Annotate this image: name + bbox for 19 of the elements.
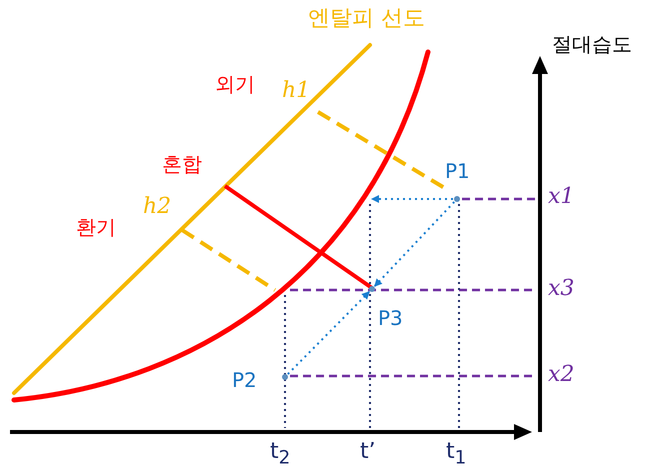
region-label: 혼합	[162, 154, 202, 174]
temperature-label: t$_{2}$	[270, 441, 290, 468]
state-point: P3	[366, 284, 414, 332]
temperature-label: t’	[360, 441, 376, 463]
state-point: P1	[445, 160, 481, 204]
humidity-label: x2	[548, 364, 574, 386]
arrow	[287, 291, 370, 375]
temperature-label: t$_{1}$	[446, 441, 466, 468]
axis-title: 절대습도	[552, 34, 632, 54]
humidity-label: x1	[548, 186, 574, 208]
humidity-label: x3	[548, 278, 574, 300]
region-label: 외기	[215, 74, 255, 94]
arrow	[371, 195, 453, 203]
chart-title: 엔탈피 선도	[308, 8, 425, 30]
arrow	[374, 201, 455, 287]
enthalpy-label: h2	[143, 196, 172, 218]
enthalpy-label: h1	[282, 80, 310, 102]
state-point: P2	[230, 368, 288, 394]
region-label: 환기	[76, 217, 116, 237]
